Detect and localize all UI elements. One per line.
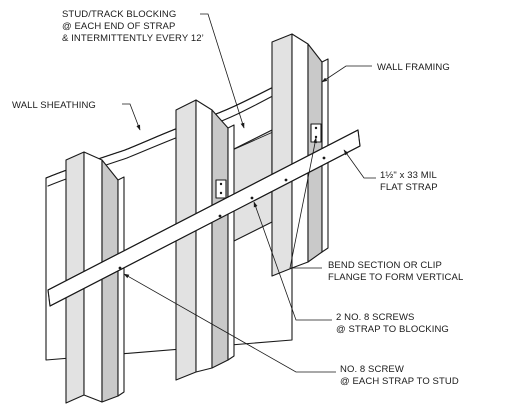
blocking-label-line3: & INTERMITTENTLY EVERY 12’ bbox=[62, 33, 204, 44]
bend-section-label-line1: BEND SECTION OR CLIP bbox=[328, 260, 442, 271]
strap-screw bbox=[322, 156, 326, 160]
stud-screw-label-line1: NO. 8 SCREW bbox=[340, 364, 404, 375]
flat-strap bbox=[47, 129, 361, 307]
strap-screw bbox=[250, 196, 254, 200]
flat-strap-label-line2: FLAT STRAP bbox=[380, 182, 438, 193]
blocking-screws-label-line1: 2 NO. 8 SCREWS bbox=[336, 312, 414, 323]
annotation-labels: STUD/TRACK BLOCKING @ EACH END OF STRAP … bbox=[12, 9, 463, 387]
stud-screw-label-line2: @ EACH STRAP TO STUD bbox=[340, 376, 459, 387]
blocking-screws-label-line2: @ STRAP TO BLOCKING bbox=[336, 324, 449, 335]
bend-section-label-line2: FLANGE TO FORM VERTICAL bbox=[328, 272, 463, 283]
wall-sheathing-label: WALL SHEATHING bbox=[12, 100, 96, 111]
stud-middle bbox=[175, 99, 235, 381]
stud-right bbox=[271, 33, 329, 277]
strap-screw bbox=[218, 214, 222, 218]
blocking-label-line1: STUD/TRACK BLOCKING bbox=[62, 9, 176, 20]
strap-screw bbox=[284, 178, 288, 182]
stud-left bbox=[45, 151, 125, 404]
leader-lines bbox=[122, 13, 376, 373]
flat-strap-label-line1: 1½" x 33 MIL bbox=[380, 170, 437, 181]
strap-screw bbox=[118, 266, 122, 270]
blocking-label-line2: @ EACH END OF STRAP bbox=[62, 21, 175, 32]
wall-framing-label: WALL FRAMING bbox=[377, 62, 450, 73]
